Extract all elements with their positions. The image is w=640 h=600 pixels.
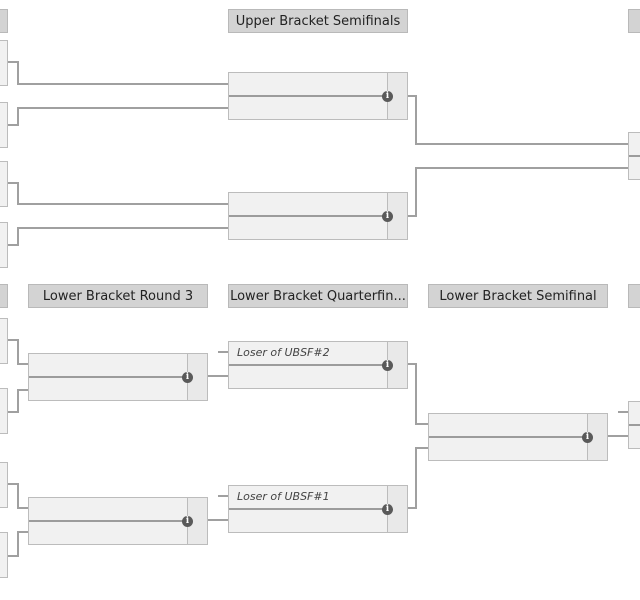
slot-top	[29, 498, 187, 520]
slot-top	[229, 73, 387, 95]
match-lbr3-2[interactable]: i	[28, 497, 208, 545]
match-divider	[429, 436, 607, 438]
info-icon[interactable]: i	[382, 91, 393, 102]
match-upper-final-cutoff[interactable]	[628, 132, 640, 180]
match-lbqf-1[interactable]: Loser of UBSF#2 i	[228, 341, 408, 389]
match-divider	[229, 364, 407, 366]
slot-bottom	[229, 97, 387, 119]
match-divider	[29, 376, 207, 378]
info-icon[interactable]: i	[582, 432, 593, 443]
slot-bottom	[29, 378, 187, 400]
match-cutoff-left[interactable]	[0, 161, 8, 207]
match-ubsf-2[interactable]: i	[228, 192, 408, 240]
slot-bottom	[229, 366, 387, 388]
header-upper-semifinals: Upper Bracket Semifinals	[228, 9, 408, 33]
match-ubsf-1[interactable]: i	[228, 72, 408, 120]
info-icon[interactable]: i	[382, 360, 393, 371]
match-lower-final-cutoff[interactable]	[628, 401, 640, 449]
info-icon[interactable]: i	[182, 372, 193, 383]
slot-bottom	[429, 438, 587, 460]
match-lbsf[interactable]: i	[428, 413, 608, 461]
match-divider	[629, 424, 640, 426]
info-icon[interactable]: i	[182, 516, 193, 527]
match-cutoff-left[interactable]	[0, 532, 8, 578]
info-icon[interactable]: i	[382, 504, 393, 515]
match-divider	[229, 508, 407, 510]
match-lbr3-1[interactable]: i	[28, 353, 208, 401]
match-cutoff-left[interactable]	[0, 388, 8, 434]
header-cutoff-right	[628, 9, 640, 33]
match-cutoff-left[interactable]	[0, 222, 8, 268]
slot-top	[429, 414, 587, 436]
slot-bottom	[29, 522, 187, 544]
match-cutoff-left[interactable]	[0, 318, 8, 364]
match-divider	[229, 215, 407, 217]
header-cutoff-left	[0, 9, 8, 33]
match-lbqf-2[interactable]: Loser of UBSF#1 i	[228, 485, 408, 533]
header-lower-quarterfinals: Lower Bracket Quarterfin...	[228, 284, 408, 308]
slot-top	[29, 354, 187, 376]
slot-top-team: Loser of UBSF#1	[237, 490, 330, 503]
match-divider	[629, 155, 640, 157]
header-lower-round3: Lower Bracket Round 3	[28, 284, 208, 308]
match-cutoff-left[interactable]	[0, 40, 8, 86]
slot-bottom	[229, 510, 387, 532]
slot-top-team: Loser of UBSF#2	[237, 346, 330, 359]
match-cutoff-left[interactable]	[0, 462, 8, 508]
slot-bottom	[229, 217, 387, 239]
match-cutoff-left[interactable]	[0, 102, 8, 148]
info-icon[interactable]: i	[382, 211, 393, 222]
header-lower-semifinal: Lower Bracket Semifinal	[428, 284, 608, 308]
header-cutoff-left	[0, 284, 8, 308]
slot-top	[229, 193, 387, 215]
match-divider	[229, 95, 407, 97]
match-divider	[29, 520, 207, 522]
header-cutoff-right	[628, 284, 640, 308]
